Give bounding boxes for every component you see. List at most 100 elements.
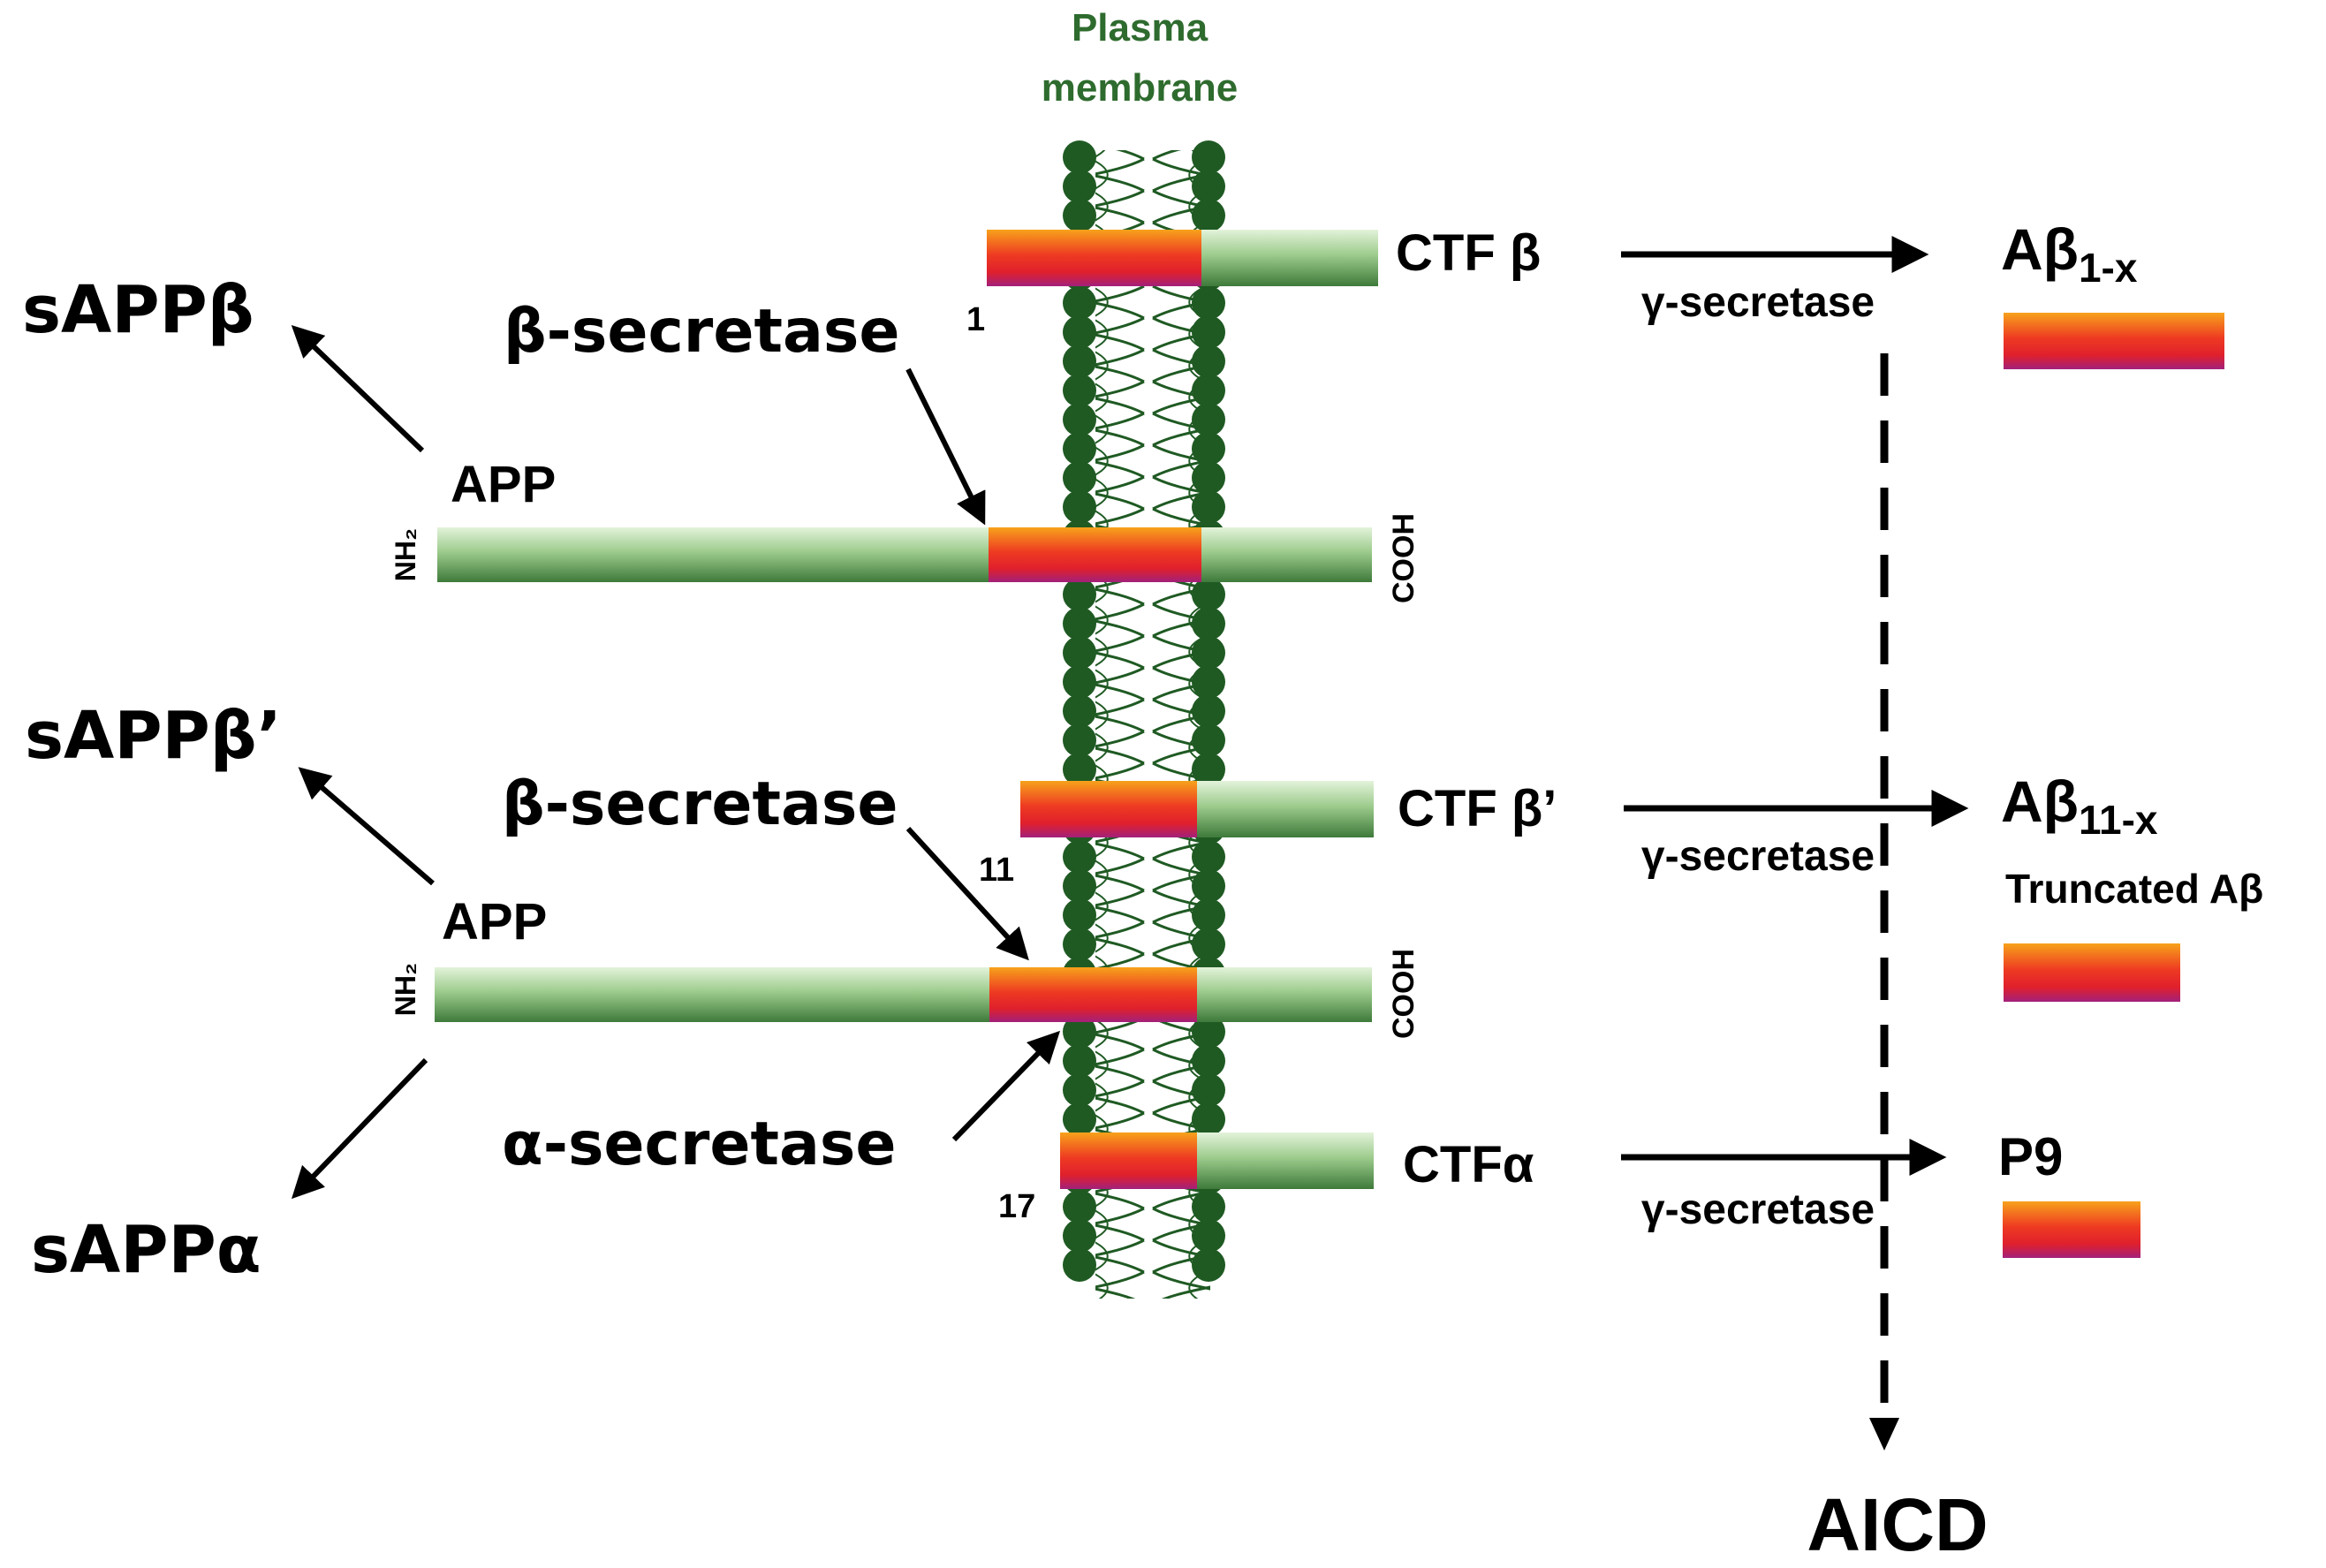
c-terminal-segment [1197,781,1374,837]
lipid-tails [1095,150,1210,1299]
n-terminal-segment [437,527,989,582]
sappbeta-release-arrow [291,325,425,453]
lipid-head [1063,869,1096,903]
lipid-head [1192,315,1225,349]
lipid-head [1063,928,1096,961]
gamma-secretase-label-middle: γ-secretase [1641,833,1875,880]
gamma-secretase-label-top: γ-secretase [1641,279,1875,326]
gamma-secretase-label-bottom: γ-secretase [1641,1186,1875,1233]
alpha-secretase-label: α-secretase [502,1110,896,1179]
beta-secretase-arrow-top [905,367,986,526]
lipid-head [1192,1044,1225,1078]
lipid-head [1063,1015,1096,1049]
lipid-head [1192,928,1225,961]
lipid-head [1192,1102,1225,1136]
sappbeta-label: sAPPβ [22,272,254,348]
lipid-head [1192,286,1225,320]
alpha-secretase-arrow [951,1030,1061,1142]
lipid-head [1063,1248,1096,1282]
lipid-head [1192,1219,1225,1253]
c-terminal-segment [1201,230,1378,286]
lipid-head [1063,898,1096,932]
cooh-label-bottom: COOH [1387,949,1421,1039]
lipid-head [1192,461,1225,495]
sappbeta-prime-release-arrow [298,767,435,886]
lipid-head [1063,432,1096,466]
lipid-head [1063,315,1096,349]
lipid-head [1192,723,1225,757]
p3-segment [1060,1132,1197,1189]
abeta-1x-label: Aβ1-x [2001,216,2138,291]
abeta-11x-label: Aβ11-x [2001,769,2158,843]
abeta-segment [989,527,1201,582]
c-terminal-segment [1197,1132,1374,1189]
lipid-head [1063,461,1096,495]
cooh-label-top: COOH [1387,513,1421,603]
app-bar-bottom [435,967,1372,1022]
lipid-head [1063,636,1096,670]
plasma-membrane [1063,140,1225,1299]
beta-secretase-label-top: β-secretase [504,297,899,367]
cleavage-site-11: 11 [979,852,1014,889]
lipid-head [1192,432,1225,466]
lipid-head [1192,694,1225,728]
lipid-head [1192,578,1225,611]
lipid-heads-right [1192,140,1225,1282]
lipid-head [1063,665,1096,699]
lipid-head [1063,1073,1096,1107]
abeta-11x-subscript: 11-x [2079,797,2158,843]
ctf-beta-bar [987,230,1378,286]
lipid-head [1063,1044,1096,1078]
lipid-head [1063,753,1096,786]
lipid-head [1192,840,1225,874]
lipid-head [1192,665,1225,699]
lipid-head [1192,403,1225,436]
aicd-label: AICD [1807,1483,1988,1566]
lipid-head [1192,753,1225,786]
lipid-head [1063,286,1096,320]
beta-secretase-label-bottom: β-secretase [502,769,898,839]
p9-label: P9 [1998,1127,2063,1186]
lipid-head [1063,490,1096,524]
ctf-alpha-bar [1060,1132,1374,1189]
lipid-head [1192,1248,1225,1282]
n-terminal-segment [435,967,989,1022]
lipid-head [1063,374,1096,407]
lipid-head [1192,869,1225,903]
ctf-beta-prime-label: CTF β’ [1398,780,1557,837]
lipid-head [1063,694,1096,728]
lipid-head [1063,170,1096,203]
sappalpha-release-arrow [291,1057,428,1200]
lipid-head [1192,1015,1225,1049]
ctf-beta-label: CTF β [1396,224,1541,282]
nh2-label-top: NH₂ [390,528,421,581]
p9-bar [2003,1201,2140,1258]
abeta-1x-base: Aβ [2001,216,2079,282]
abeta-1x-subscript: 1-x [2079,245,2138,291]
lipid-head [1192,374,1225,407]
lipid-head [1063,403,1096,436]
ctf-alpha-label: CTFα [1403,1136,1534,1193]
sappalpha-label: sAPPα [31,1212,261,1288]
cleavage-site-17: 17 [998,1188,1035,1225]
truncated-abeta-label: Truncated Aβ [2005,866,2263,912]
c-terminal-segment [1197,967,1372,1022]
abeta-segment [989,967,1197,1022]
abeta-segment [987,230,1201,286]
app-label-top: APP [451,456,556,513]
membrane-title-line1: Plasma [1072,6,1208,49]
nh2-label-bottom: NH₂ [390,963,421,1016]
lipid-head [1192,490,1225,524]
lipid-head [1192,636,1225,670]
lipid-head [1192,1073,1225,1107]
lipid-head [1192,898,1225,932]
aicd-arrow-head [1869,1418,1899,1451]
ctf-beta-prime-bar [1020,781,1374,837]
c-terminal-segment [1201,527,1372,582]
sappbeta-prime-label: sAPPβ’ [25,698,282,774]
abeta-11x-bar [2004,943,2180,1002]
lipid-head [1063,199,1096,232]
lipid-head [1192,140,1225,174]
